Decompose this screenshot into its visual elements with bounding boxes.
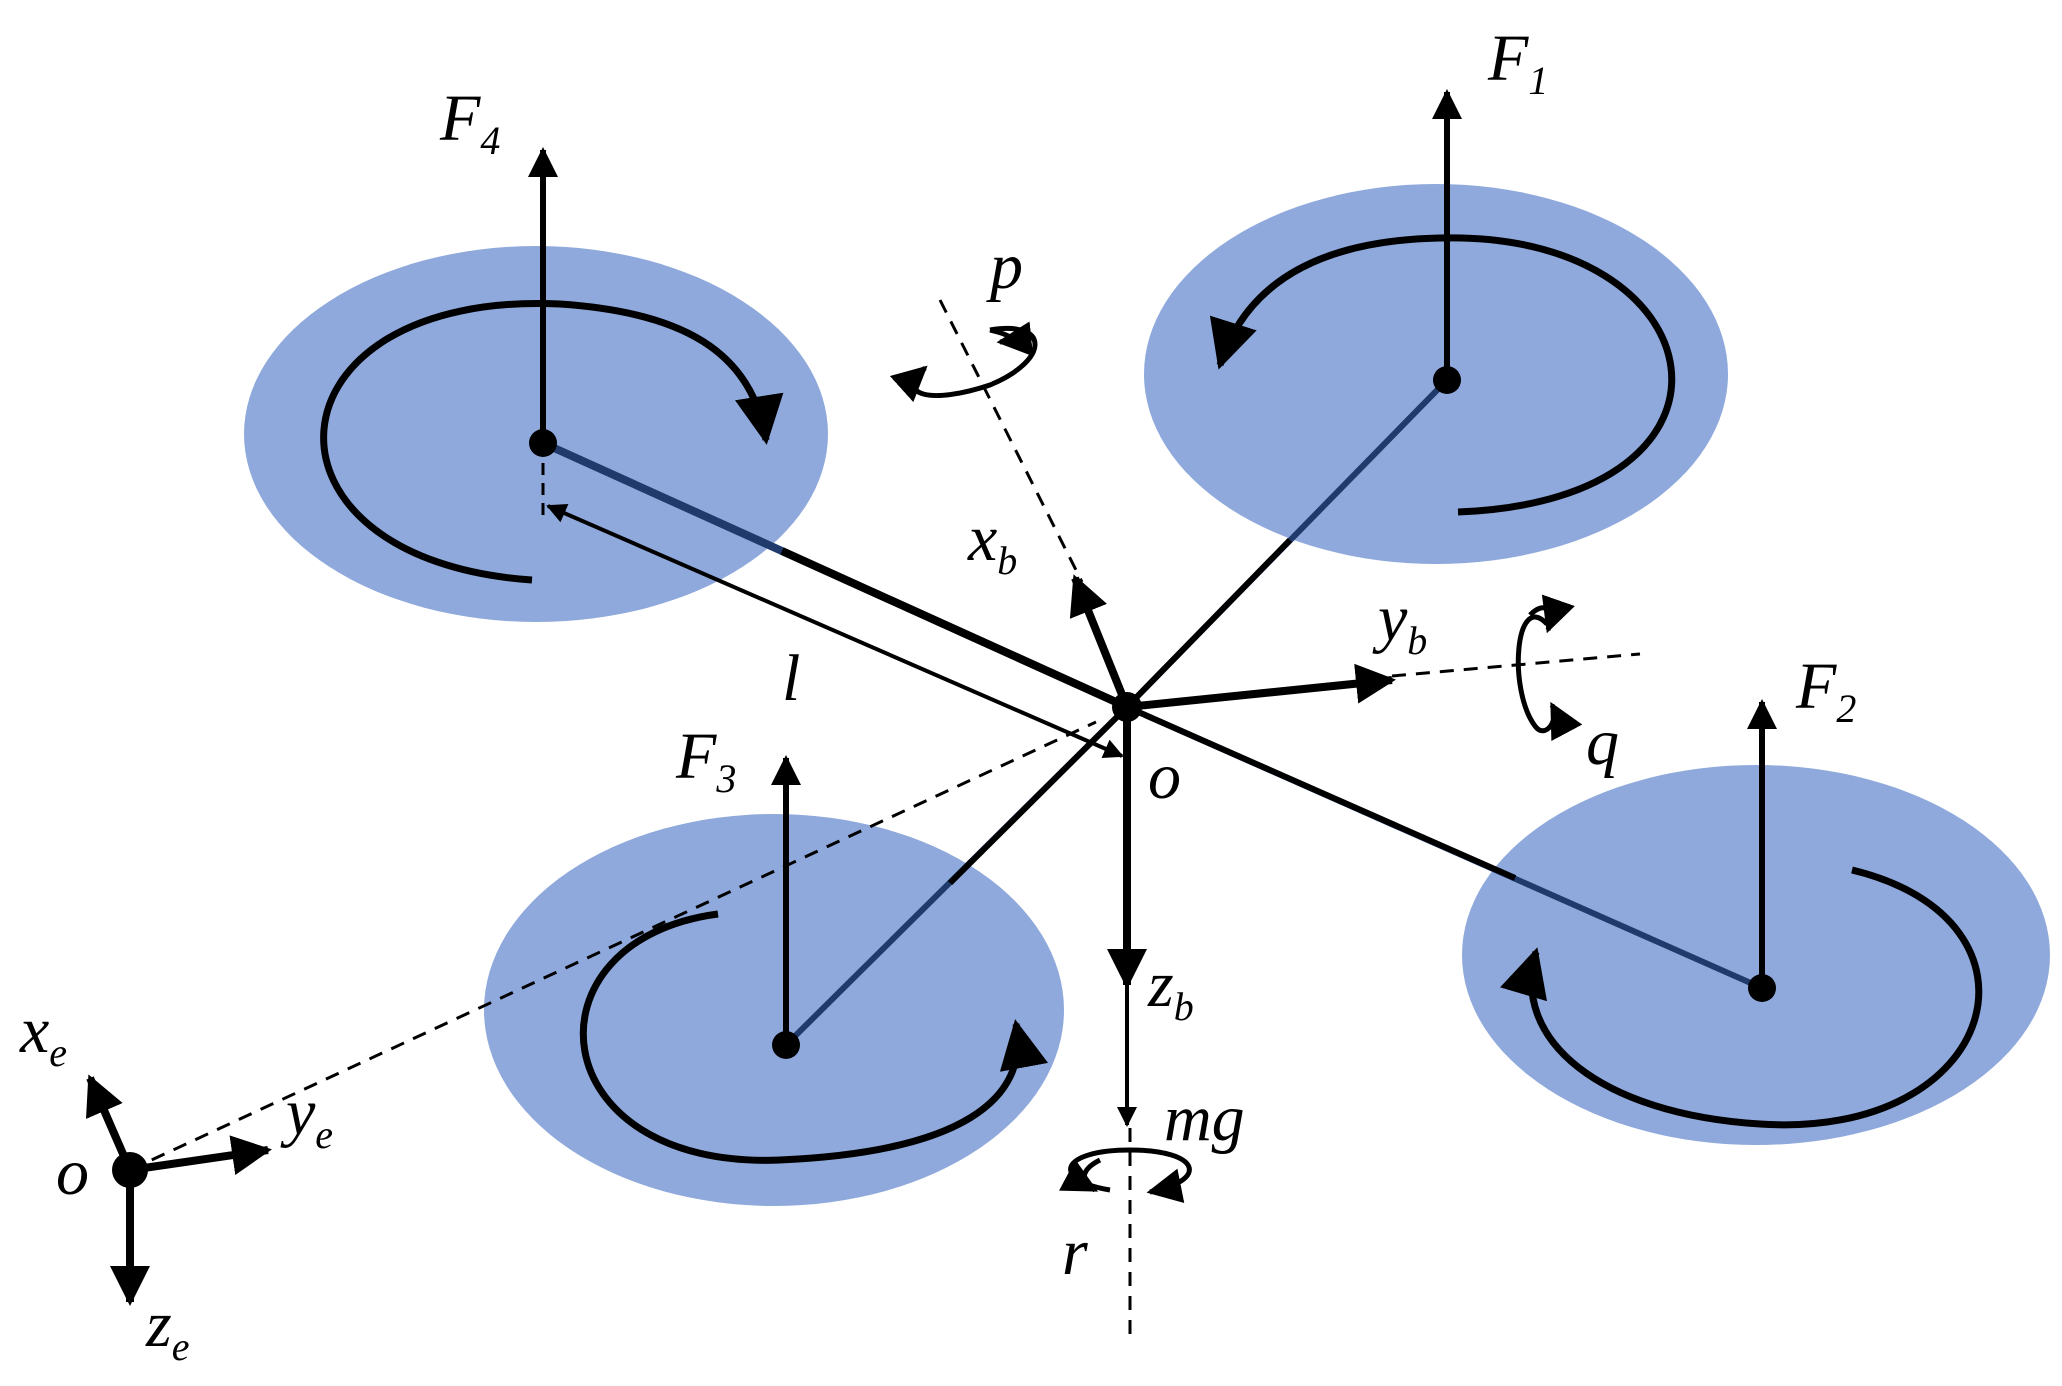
body-x-label: xb	[967, 502, 1017, 583]
rotor-center-2	[1748, 974, 1776, 1002]
arm-2-outer	[1125, 704, 1517, 881]
body-y-axis-arrow	[1126, 663, 1396, 711]
force-label-3: F3	[675, 720, 736, 801]
rotor-center-3	[772, 1031, 800, 1059]
roll-rate-label: p	[986, 230, 1023, 303]
gravity-label: mg	[1164, 1082, 1245, 1155]
roll-rate-arrow-b	[989, 321, 1034, 357]
earth-origin-label: o	[56, 1136, 89, 1209]
rotor-2-rotation-arrow	[1500, 866, 1983, 1129]
force-label-2: F2	[1795, 650, 1856, 731]
roll-rate-arrow	[889, 326, 1038, 403]
yaw-rate-arrow-b	[1058, 1157, 1102, 1193]
pitch-rate-label: q	[1586, 706, 1619, 779]
earth-y-label: ye	[280, 1076, 333, 1157]
rotor-center-4	[529, 429, 557, 457]
earth-z-label: ze	[145, 1288, 189, 1369]
rotor-disc-2	[1462, 765, 2050, 1145]
arm-length-arrow	[546, 504, 1124, 758]
earth-x-label: xe	[19, 994, 67, 1075]
earth-y-axis-arrow	[129, 1135, 272, 1175]
yaw-rate-label: r	[1062, 1216, 1088, 1289]
pitch-rate-arrow-b	[1528, 594, 1575, 634]
arm-3-outer	[947, 704, 1130, 886]
arm-length-label: l	[782, 642, 800, 715]
rotor-4-rotation-arrow	[320, 300, 784, 584]
pitch-rate-arrow	[1515, 614, 1583, 742]
body-z-label: zb	[1147, 948, 1194, 1029]
arm-1-outer	[1124, 537, 1293, 710]
earth-origin-dot	[112, 1152, 148, 1188]
body-y-label: yb	[1372, 582, 1427, 663]
roll-axis-dashed	[938, 299, 1084, 583]
body-origin-dot	[1112, 692, 1142, 722]
rotor-center-1	[1433, 366, 1461, 394]
earth-to-body-dashed	[129, 720, 1097, 1172]
body-x-axis-arrow	[1069, 574, 1131, 709]
force-label-1: F1	[1487, 22, 1548, 103]
body-origin-label: o	[1148, 740, 1181, 813]
rotor-3-rotation-arrow	[579, 910, 1049, 1164]
rotor-1-rotation-arrow	[1209, 234, 1676, 516]
force-label-4: F4	[439, 82, 500, 163]
